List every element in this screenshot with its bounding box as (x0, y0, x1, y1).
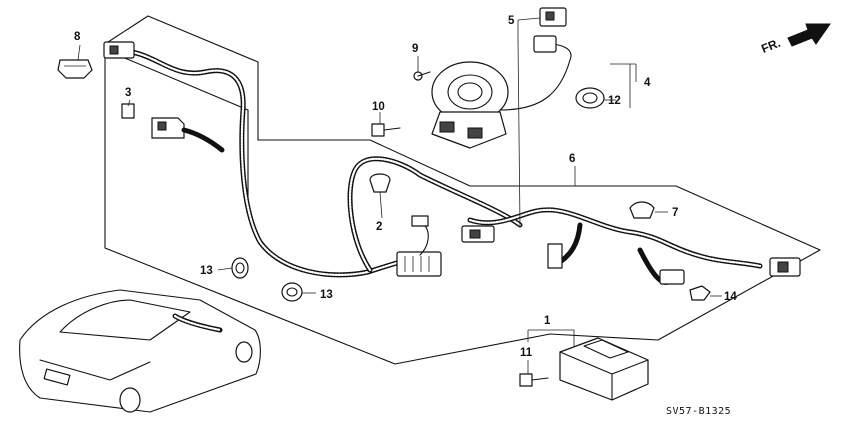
junction-connector (396, 251, 442, 277)
callout-labels: 1 2 3 4 5 6 7 8 9 10 11 12 13 13 14 (74, 15, 737, 359)
part-13-clip-left (231, 257, 249, 279)
callout-13-right: 13 (320, 289, 333, 301)
part-3-sensor (121, 103, 225, 153)
callout-8: 8 (74, 31, 81, 43)
part-13-clip-right (281, 282, 303, 302)
connector-right-lower (659, 269, 685, 285)
part-9-screw (413, 71, 431, 81)
car-silhouette (19, 289, 261, 413)
callout-1: 1 (544, 315, 551, 327)
right-harness (461, 207, 801, 285)
part-8-bracket (57, 59, 93, 79)
callout-9: 9 (412, 43, 418, 55)
callout-2: 2 (376, 221, 382, 233)
callout-13-left: 13 (200, 265, 213, 277)
callout-7: 7 (672, 207, 678, 219)
part-12-clip (575, 87, 605, 109)
callout-11: 11 (520, 347, 533, 359)
part-7-clip (629, 201, 655, 219)
callout-6: 6 (569, 153, 575, 165)
callout-12: 12 (608, 95, 621, 107)
connector-5-lower (533, 35, 557, 53)
callout-4: 4 (644, 77, 651, 89)
part-1-srs-unit (559, 337, 649, 401)
direction-label: FR. (759, 36, 782, 56)
leader-lines (77, 17, 722, 374)
callout-5: 5 (508, 15, 515, 27)
drawing-code: SV57-B1325 (666, 406, 731, 417)
part-11-bolt (519, 373, 549, 387)
part-2-clip (369, 173, 391, 193)
callout-3: 3 (125, 87, 131, 99)
callout-14: 14 (724, 291, 737, 303)
clock-spring (431, 35, 572, 149)
harness-group-frame (104, 15, 821, 365)
callout-10: 10 (372, 101, 385, 113)
part-14-clip (689, 285, 711, 301)
connector-top-left (103, 41, 135, 59)
direction-indicator: FR. (759, 23, 831, 56)
connector-lower-center (547, 243, 563, 269)
arrow-right-icon (787, 23, 831, 47)
clip-3 (121, 103, 135, 119)
small-connector (411, 215, 429, 227)
main-harness (103, 41, 523, 278)
part-5-connector (539, 7, 567, 27)
subframe (119, 55, 249, 201)
part-10-bolt (371, 123, 401, 137)
